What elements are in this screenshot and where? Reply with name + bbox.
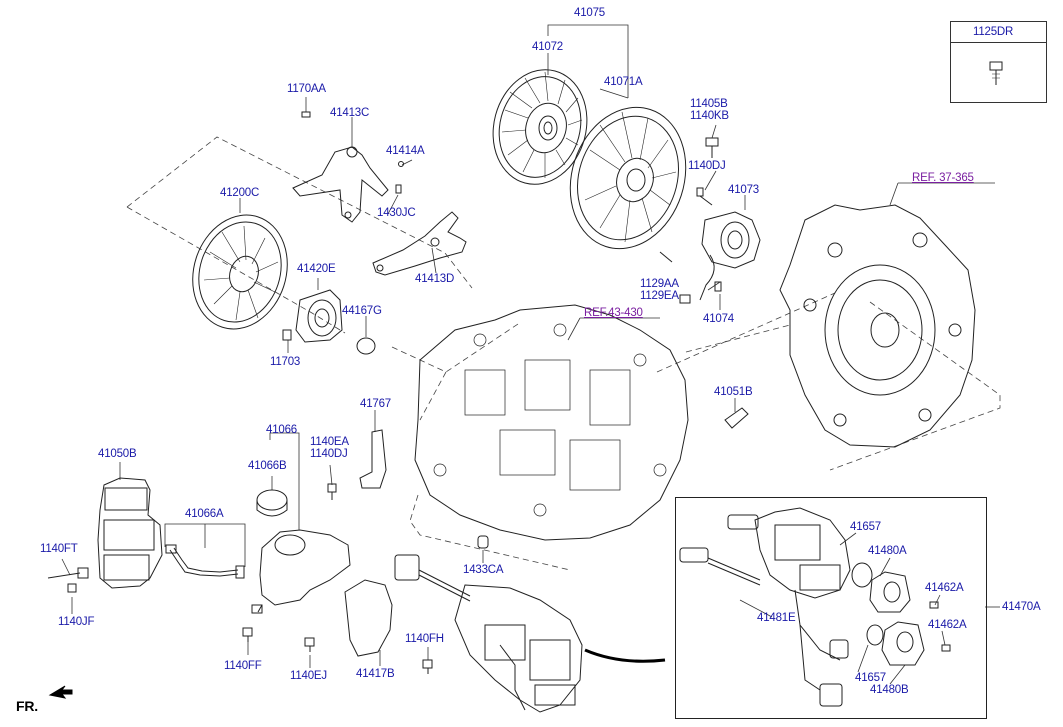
- label-41074: 41074: [703, 313, 734, 325]
- label-1140ej: 1140EJ: [290, 670, 327, 682]
- heat-shield: [344, 579, 393, 657]
- label-1129ea: 1129EA: [640, 290, 679, 302]
- label-1170aa: 1170AA: [287, 83, 326, 95]
- label-11405b: 11405B: [690, 98, 728, 110]
- shift-actuator-assembly: [394, 554, 583, 713]
- label-1140kb: 1140KB: [690, 110, 729, 122]
- label-41200c: 41200C: [220, 187, 260, 199]
- fluid-reservoir: [251, 529, 351, 614]
- release-bearing: [282, 289, 343, 343]
- fork-lever: [372, 211, 467, 276]
- clutch-cover: [192, 214, 288, 330]
- label-41480b: 41480B: [870, 684, 909, 696]
- label-11703: 11703: [270, 356, 301, 368]
- label-41420e: 41420E: [297, 263, 336, 275]
- concentric-slave-cylinder: [659, 211, 761, 304]
- label-1140ff: 1140FF: [224, 660, 262, 672]
- label-41462a-a: 41462A: [925, 582, 964, 594]
- label-41066b: 41066B: [248, 460, 287, 472]
- clutch-actuator: [47, 477, 163, 593]
- label-41050b: 41050B: [98, 448, 137, 460]
- clutch-disc: [492, 69, 588, 185]
- release-fork: [292, 111, 404, 223]
- label-41066a: 41066A: [185, 508, 224, 520]
- bracket: [359, 429, 387, 489]
- pressure-plate: [569, 106, 687, 250]
- bolt-icon: [989, 61, 1003, 85]
- label-44167g: 44167G: [342, 305, 382, 317]
- label-1140ea: 1140EA: [310, 436, 349, 448]
- label-41767: 41767: [360, 398, 391, 410]
- label-41075: 41075: [574, 7, 605, 19]
- reservoir-cap: [256, 489, 288, 517]
- front-arrow-icon: [48, 685, 73, 699]
- ref-43-430-link[interactable]: REF.43-430: [584, 307, 643, 319]
- transaxle-case: [414, 304, 689, 541]
- label-41480a: 41480A: [868, 545, 907, 557]
- label-41051b: 41051B: [714, 386, 753, 398]
- label-41066: 41066: [266, 424, 297, 436]
- front-direction-label: FR.: [16, 698, 38, 714]
- label-1140dj-top: 1140DJ: [688, 160, 726, 172]
- legend-header: [951, 22, 1046, 43]
- ref-37-365-link[interactable]: REF. 37-365: [912, 172, 974, 184]
- inset-frame: [675, 497, 987, 719]
- label-41657-a: 41657: [850, 521, 881, 533]
- legend-box: [950, 21, 1047, 103]
- inset-actuator-assembly: [679, 507, 951, 707]
- label-41417b: 41417B: [356, 668, 395, 680]
- label-1140jf: 1140JF: [58, 616, 95, 628]
- label-1430jc: 1430JC: [377, 207, 416, 219]
- label-41072: 41072: [532, 41, 563, 53]
- label-41071a: 41071A: [604, 76, 643, 88]
- label-1140dj-mid: 1140DJ: [310, 448, 348, 460]
- label-41413c: 41413C: [330, 107, 370, 119]
- label-41462a-b: 41462A: [928, 619, 967, 631]
- hose: [165, 544, 245, 579]
- label-1433ca: 1433CA: [463, 564, 504, 576]
- transmission-housing: [779, 204, 976, 448]
- label-41414a: 41414A: [386, 145, 425, 157]
- label-41481e: 41481E: [757, 612, 796, 624]
- label-1125dr: 1125DR: [973, 26, 1014, 38]
- label-41413d: 41413D: [415, 273, 455, 285]
- label-41073: 41073: [728, 184, 759, 196]
- label-1129aa: 1129AA: [640, 278, 679, 290]
- label-1140ft: 1140FT: [40, 543, 78, 555]
- label-1140fh: 1140FH: [405, 633, 444, 645]
- bolt: [705, 137, 719, 158]
- label-41470a: 41470A: [1002, 601, 1041, 613]
- o-ring: [356, 337, 376, 355]
- label-41657-b: 41657: [855, 672, 886, 684]
